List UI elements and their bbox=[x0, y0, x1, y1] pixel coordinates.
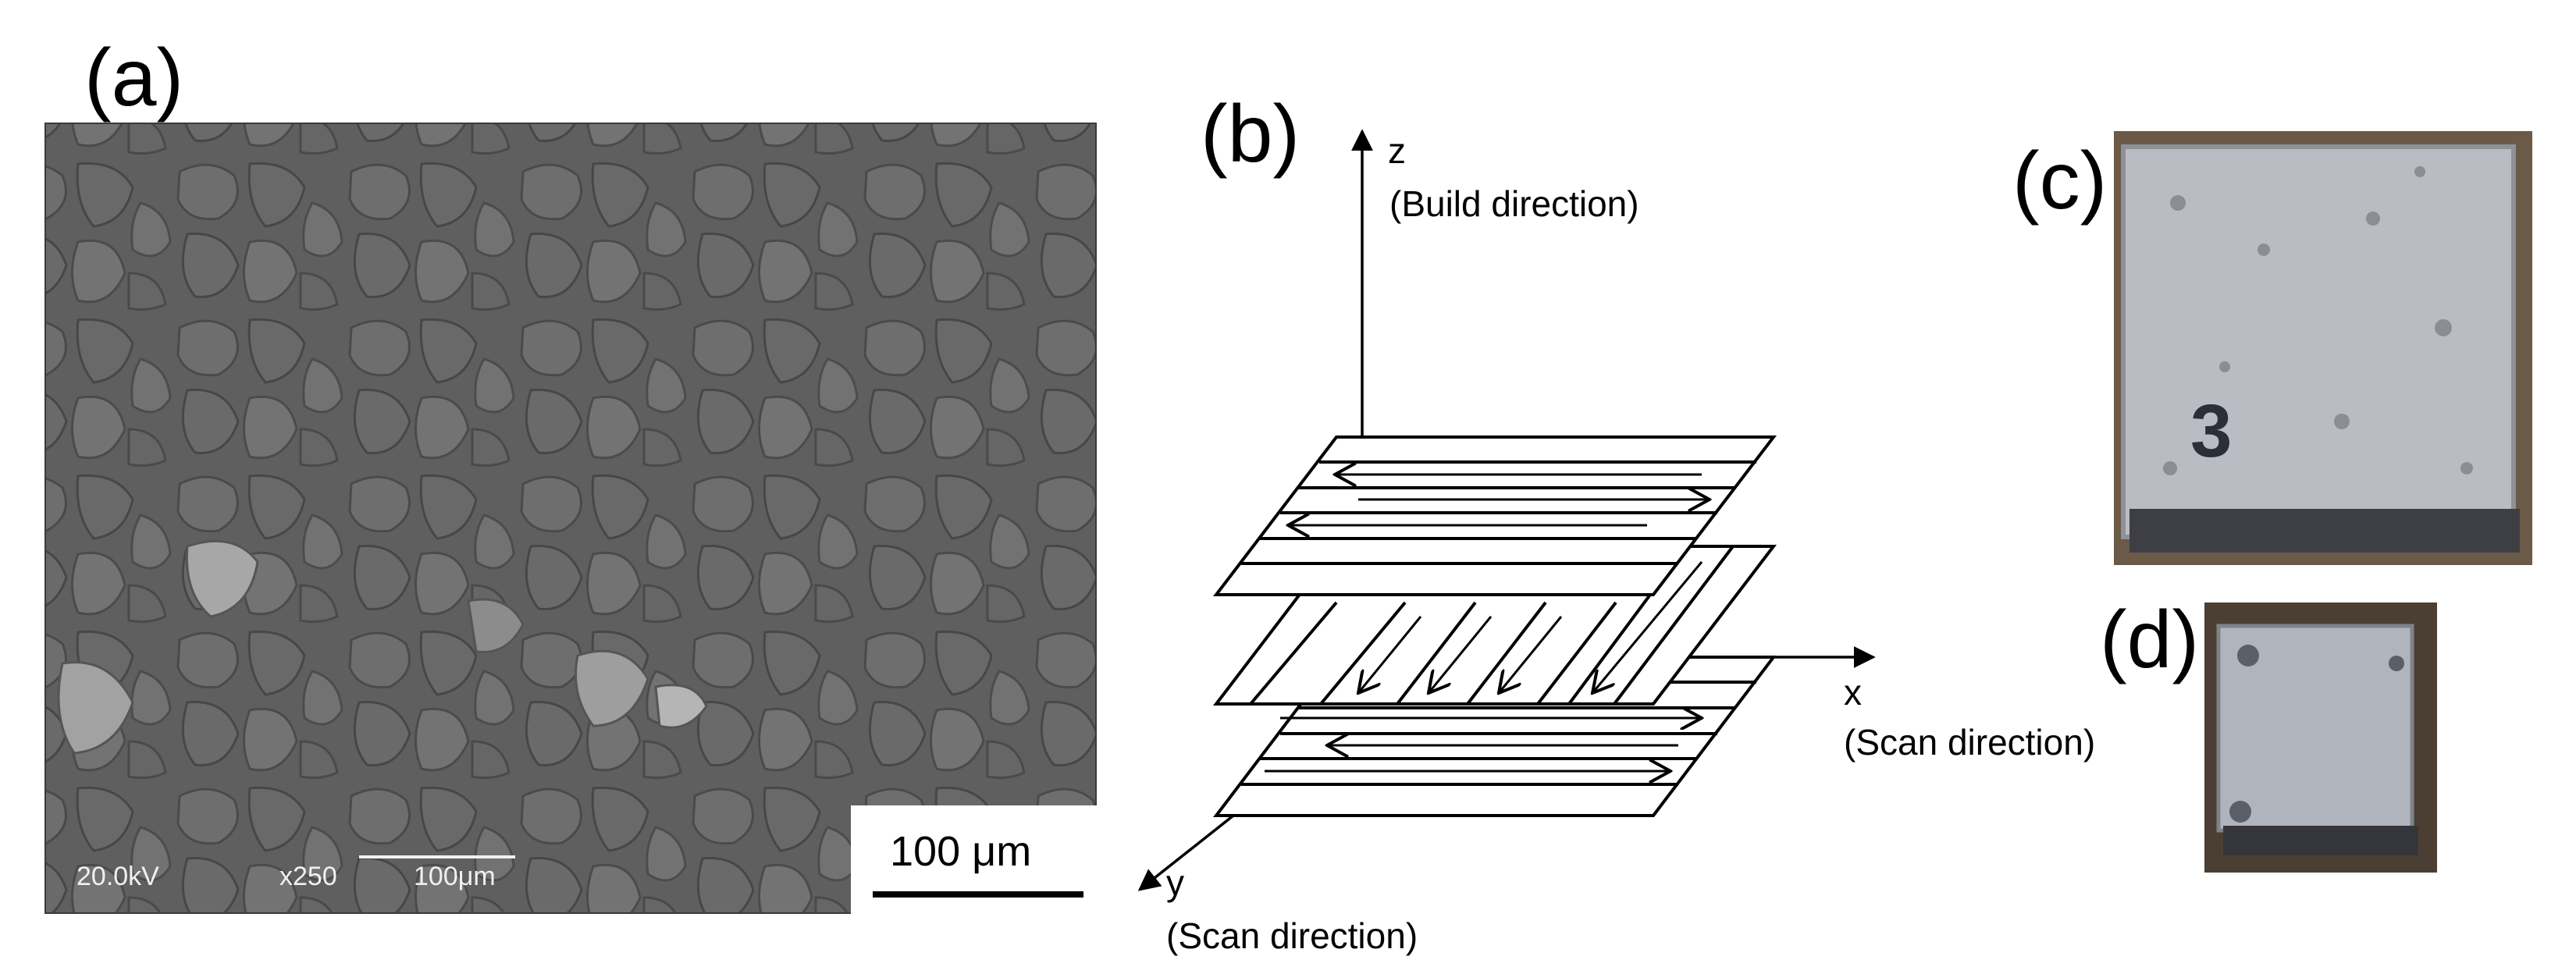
sem-micrograph bbox=[44, 123, 1098, 915]
axis-z-letter: z bbox=[1388, 130, 1406, 171]
scan-diagram bbox=[1137, 129, 1876, 891]
sem-magnification: x250 bbox=[279, 862, 337, 891]
sample-photo-large bbox=[2114, 131, 2532, 565]
sample-photo-small bbox=[2204, 603, 2437, 873]
scan-arrows bbox=[1265, 475, 1710, 771]
panel-label-a: (a) bbox=[84, 33, 184, 123]
axis-x-letter: x bbox=[1844, 672, 1862, 713]
axis-z-caption: (Build direction) bbox=[1389, 183, 1639, 224]
panel-label-d: (d) bbox=[2100, 595, 2200, 685]
sample-number: 3 bbox=[2190, 389, 2233, 473]
panel-label-b: (b) bbox=[1201, 89, 1300, 180]
axis-y-caption: (Scan direction) bbox=[1166, 915, 1418, 956]
panel-label-c: (c) bbox=[2012, 136, 2108, 226]
sem-voltage: 20.0kV bbox=[76, 862, 159, 891]
scale-bar-label: 100 μm bbox=[890, 828, 1032, 875]
axis-y-letter: y bbox=[1166, 862, 1184, 903]
axis-x-caption: (Scan direction) bbox=[1844, 722, 2096, 762]
sem-bar-label: 100μm bbox=[414, 862, 496, 891]
